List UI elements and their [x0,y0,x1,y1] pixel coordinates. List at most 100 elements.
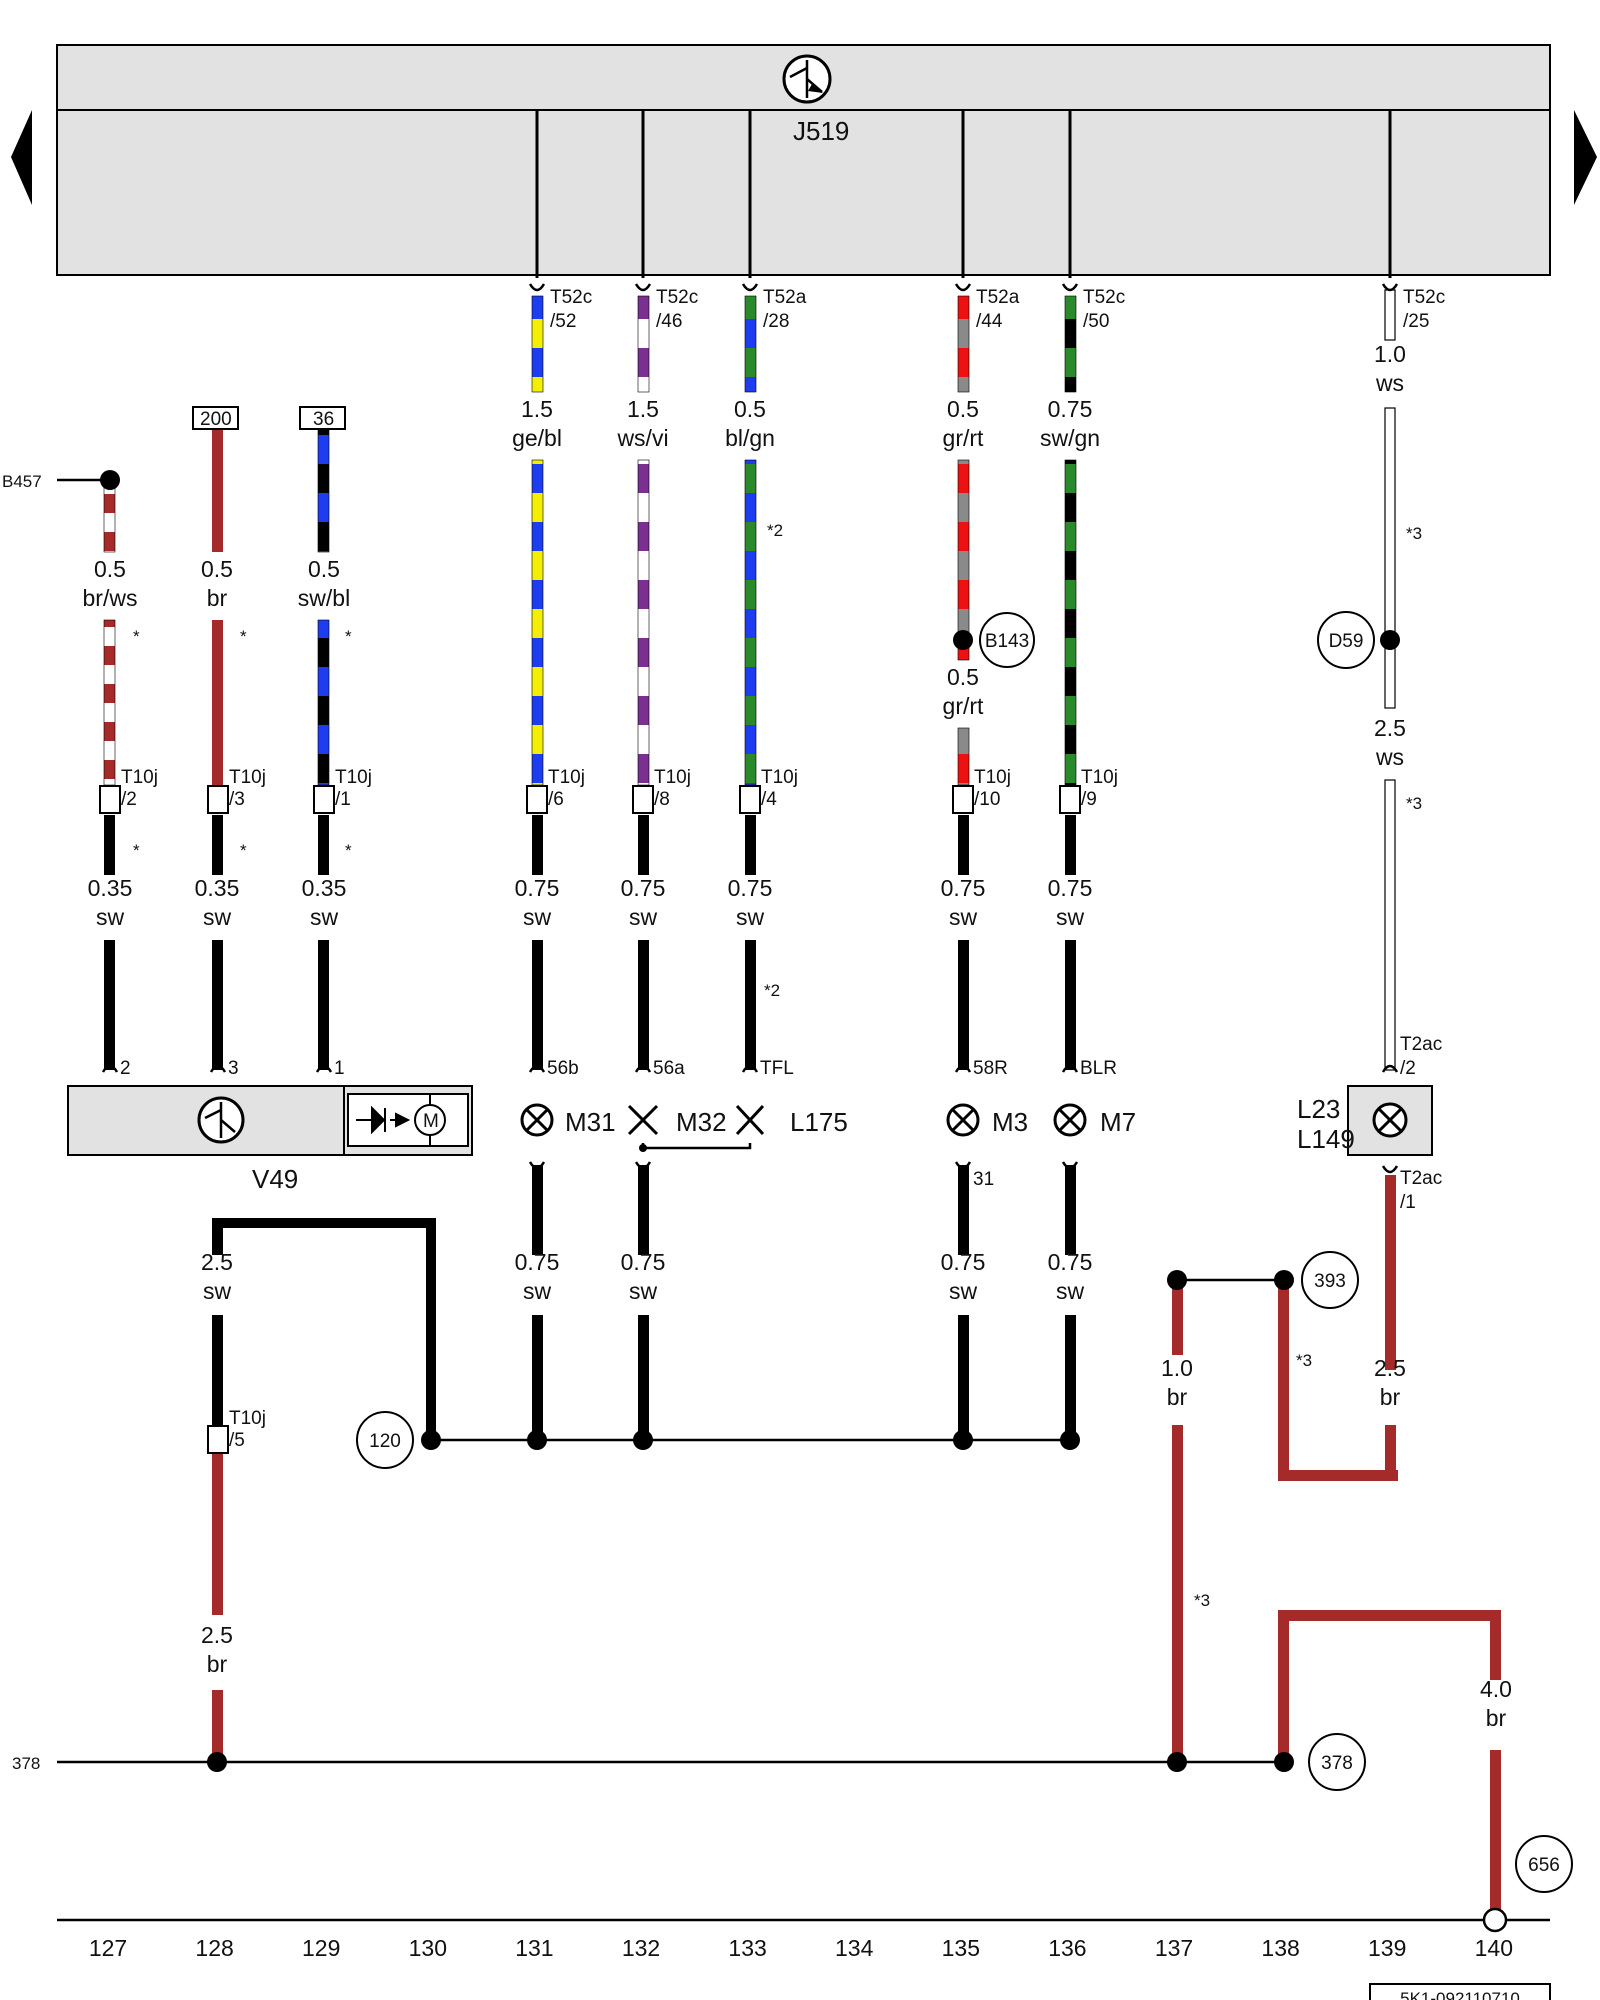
wire-color-label: sw [523,904,552,930]
wire-segments-brown [212,1175,1501,1920]
connector-pin-icon [528,1064,546,1073]
footnote-star: * [240,841,247,860]
thin-lines [57,478,1550,1922]
t10j-connector: T10j [974,767,1011,788]
wire-size-label: 2.5 [201,1249,233,1275]
connector-pin-icon [209,1064,227,1073]
module-pin-leads [535,110,1392,278]
wire-color-label: br/ws [83,585,138,611]
connector-pin-icon [954,1161,972,1170]
terminal-boxes: 200 36 [192,406,346,430]
connector-pins [101,283,1399,1174]
top-pin-number: /52 [550,311,576,332]
wire-color-label: ge/bl [512,425,562,451]
wire-size-label: 2.5 [201,1622,233,1648]
t10j-connector: T10j [229,767,266,788]
t2ac-pin2-connector: T2ac [1400,1034,1442,1055]
wire-size-label: 2.5 [1374,715,1406,741]
document-id-box [1369,1983,1551,2000]
top-pin-connector: T52c [1403,287,1445,308]
connector-pin-icon [1381,1064,1399,1073]
wire-color-label: sw [523,1278,552,1304]
t10j-pin: /8 [654,789,670,810]
wire-color-label: sw [1056,904,1085,930]
node-d59: D59 [1329,631,1364,652]
footnote-star2: *2 [767,521,783,540]
wire-color-label: sw [736,904,765,930]
t10j-pin: /6 [548,789,564,810]
bulbs [520,1085,1433,1156]
wire-size-label: 0.75 [1048,875,1093,901]
v49-pin-2: 2 [120,1058,131,1079]
wire-color-label: sw [1056,1278,1085,1304]
column-number: 133 [728,1935,766,1961]
footnote-star: * [345,841,352,860]
bulb-icon [1053,1103,1087,1137]
wire-size-label: 0.5 [947,664,979,690]
wire-size-label: 0.75 [1048,396,1093,422]
wire-color-label: sw [629,904,658,930]
arrow-right-icon[interactable] [1574,110,1597,205]
footnote-star3: *3 [1406,794,1422,813]
m3-pin: 58R [973,1058,1008,1079]
wire-size-label: 0.75 [621,1249,666,1275]
bulb-icon [735,1104,765,1136]
wire-size-label: 0.5 [94,556,126,582]
column-number: 139 [1368,1935,1406,1961]
column-number: 136 [1048,1935,1086,1961]
connector-pin-icon [1381,283,1399,292]
footnote-star3: *3 [1296,1351,1312,1370]
ground-node-icon [527,1430,547,1450]
bulb-icon [520,1103,554,1137]
column-number: 138 [1261,1935,1299,1961]
top-pin-number: /46 [656,311,682,332]
t2ac-pin1-connector: T2ac [1400,1168,1442,1189]
motor-letter: M [423,1111,439,1132]
footnote-star: * [133,627,140,646]
arrow-left-icon[interactable] [11,110,32,205]
column-number: 127 [89,1935,127,1961]
t10j-connector: T10j [654,767,691,788]
wire-color-label: sw [96,904,125,930]
t10j-connector: T10j [121,767,158,788]
connector-pin-icon [315,1064,333,1073]
top-pin-number: /50 [1083,311,1109,332]
column-number: 131 [515,1935,553,1961]
connector-pin-icon [634,283,652,292]
connector-pin-icon [1061,283,1079,292]
m31-pin: 56b [547,1058,579,1079]
motor-v49: M V49 [67,1085,473,1194]
top-pin-connector: T52c [1083,287,1125,308]
wire-size-label: 0.75 [941,875,986,901]
wire-color-label: br [1380,1384,1401,1410]
connector-pin-icon [528,1161,546,1170]
connector-pin-icon [1061,1161,1079,1170]
column-number: 129 [302,1935,340,1961]
column-number: 130 [409,1935,447,1961]
connector-pin-icon [634,1064,652,1073]
wire-color-label: sw/gn [1040,425,1100,451]
wire-color-label: br [207,1651,228,1677]
footnote-star: * [240,627,247,646]
ground-node-icon [1060,1430,1080,1450]
bulb-m32-label: M32 [676,1107,727,1137]
top-pin-connector: T52c [550,287,592,308]
t2ac-pin1-number: /1 [1400,1192,1416,1213]
motor-icon [347,1093,469,1147]
node-393: 393 [1314,1271,1346,1292]
wire-size-label: 0.35 [302,875,347,901]
terminal-box-200: 200 [200,409,232,430]
wire-color-label: br [1486,1705,1507,1731]
wire-size-label: 0.5 [947,396,979,422]
column-number: 132 [622,1935,660,1961]
connector-pin-icon [1381,1165,1399,1174]
wire-size-label: 0.75 [621,875,666,901]
t10j-connectors [99,785,1081,1454]
column-number: 135 [942,1935,980,1961]
footnote-star2: *2 [764,981,780,1000]
wire-color-label: sw [949,904,978,930]
ground-node-icon [100,470,120,490]
wire-size-label: 0.5 [308,556,340,582]
labels-layer: T52c/52T52c/46T52a/28T52a/44T52c/50T52c/… [2,287,1560,2000]
